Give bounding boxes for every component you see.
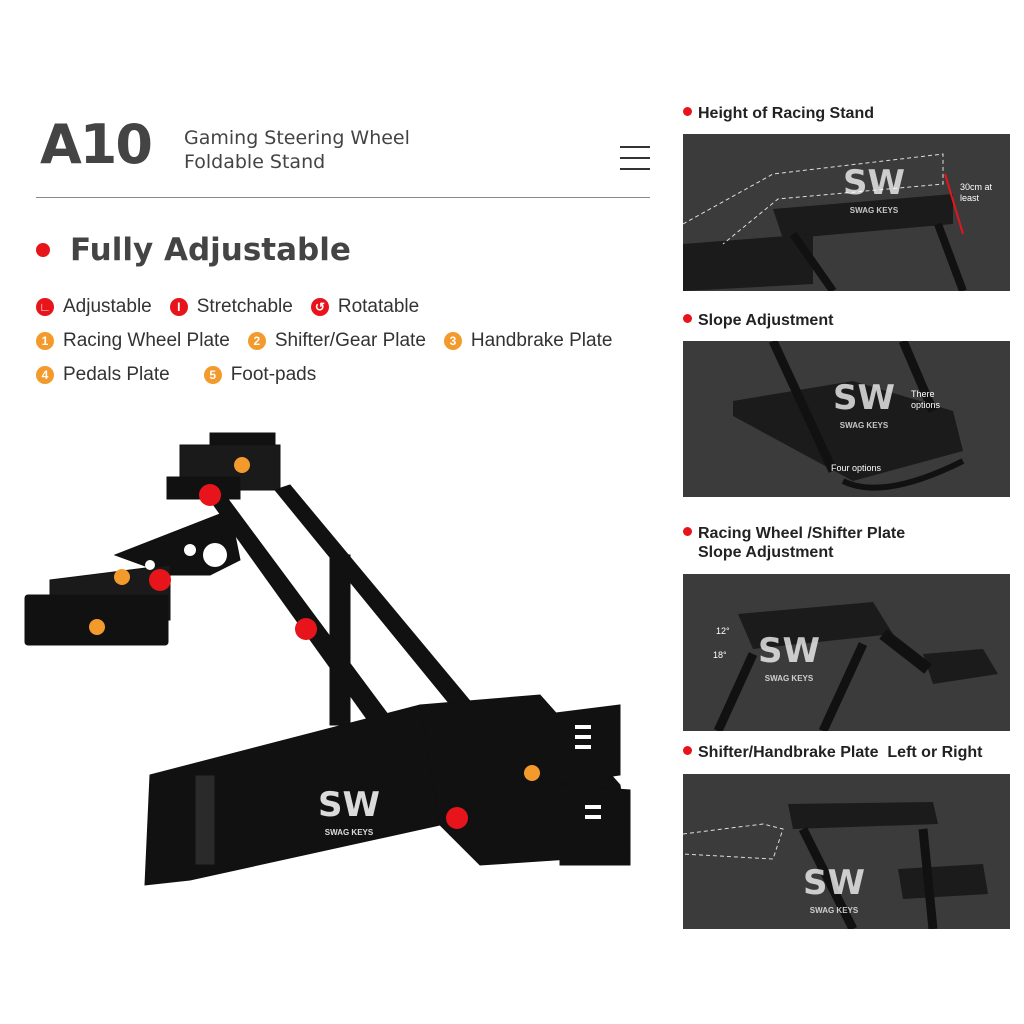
panel-title-text: Racing Wheel /Shifter Plate	[698, 525, 906, 542]
legend-label: Rotatable	[337, 296, 420, 317]
number-2-icon	[114, 569, 130, 585]
legend-rotatable: ↺ Rotatable	[310, 296, 420, 318]
number-4-icon	[524, 765, 540, 781]
header-divider	[36, 197, 650, 198]
legend-label: Pedals Plate	[63, 364, 170, 385]
panel-2-title: Slope Adjustment	[683, 311, 833, 330]
legend-part-3: 3 Handbrake Plate	[443, 330, 613, 352]
legend-label: Racing Wheel Plate	[63, 330, 230, 351]
legend-label: Stretchable	[196, 296, 293, 317]
slope-note-four: Four options	[831, 463, 882, 473]
number-1-icon: 1	[36, 332, 54, 350]
legend-label: Shifter/Gear Plate	[274, 330, 426, 351]
watermark-text: SWAG KEYS	[849, 206, 899, 215]
legend-part-1: 1 Racing Wheel Plate	[36, 330, 230, 352]
feature-legend: ∟ Adjustable I Stretchable ↺ Rotatable	[36, 296, 437, 318]
number-3-icon	[89, 619, 105, 635]
section-heading: Fully Adjustable	[36, 232, 351, 268]
rotate-icon: ↺	[310, 298, 329, 316]
number-2-icon: 2	[247, 332, 266, 350]
adjust-icon	[199, 484, 221, 506]
panel-1-title: Height of Racing Stand	[683, 104, 874, 123]
legend-label: Handbrake Plate	[470, 330, 613, 351]
subtitle-line-1: Gaming Steering Wheel	[184, 127, 410, 149]
slope-note-three: There options	[911, 389, 941, 410]
legend-part-5: 5 Foot-pads	[203, 364, 317, 386]
height-note: 30cm at least	[960, 182, 993, 203]
panel-4-title: Shifter/Handbrake Plate Left or Right	[683, 743, 982, 762]
number-4-icon: 4	[36, 366, 54, 384]
stretch-icon	[295, 618, 317, 640]
watermark-text: SWAG KEYS	[839, 421, 889, 430]
watermark-text: SWAG KEYS	[809, 906, 859, 915]
legend-label: Foot-pads	[230, 364, 317, 385]
hamburger-menu-icon[interactable]	[620, 146, 650, 170]
adjust-icon	[149, 569, 171, 591]
legend-part-2: 2 Shifter/Gear Plate	[247, 330, 426, 352]
legend-adjustable: ∟ Adjustable	[36, 296, 152, 318]
number-1-icon	[234, 457, 250, 473]
heading-text: Fully Adjustable	[70, 232, 351, 268]
stand-markers	[89, 457, 540, 829]
stand-illustration	[24, 432, 631, 886]
stretch-icon: I	[169, 298, 188, 316]
angle-label-18: 18°	[713, 650, 727, 660]
legend-stretchable: I Stretchable	[169, 296, 293, 318]
watermark-text: SWAG KEYS	[324, 828, 374, 837]
bullet-icon	[36, 243, 50, 257]
panel-title-text: Slope Adjustment	[698, 312, 834, 329]
number-3-icon: 3	[443, 332, 462, 350]
adjust-icon: ∟	[36, 298, 54, 316]
number-5-icon: 5	[203, 366, 222, 384]
adjust-icon	[446, 807, 468, 829]
panel-title-text: Slope Adjustment	[698, 544, 834, 561]
parts-legend-row-2: 4 Pedals Plate 5 Foot-pads	[36, 364, 334, 386]
panel-title-text: Shifter/Handbrake Plate Left or Right	[698, 744, 983, 761]
legend-label: Adjustable	[63, 296, 152, 317]
angle-label-12: 12°	[716, 626, 730, 636]
watermark-text: SWAG KEYS	[764, 674, 814, 683]
panel-title-text: Height of Racing Stand	[698, 105, 874, 122]
legend-part-4: 4 Pedals Plate	[36, 364, 170, 386]
product-subtitle: Gaming Steering Wheel Foldable Stand	[184, 126, 410, 174]
subtitle-line-2: Foldable Stand	[184, 151, 326, 173]
brand-logo: A10	[40, 113, 153, 176]
